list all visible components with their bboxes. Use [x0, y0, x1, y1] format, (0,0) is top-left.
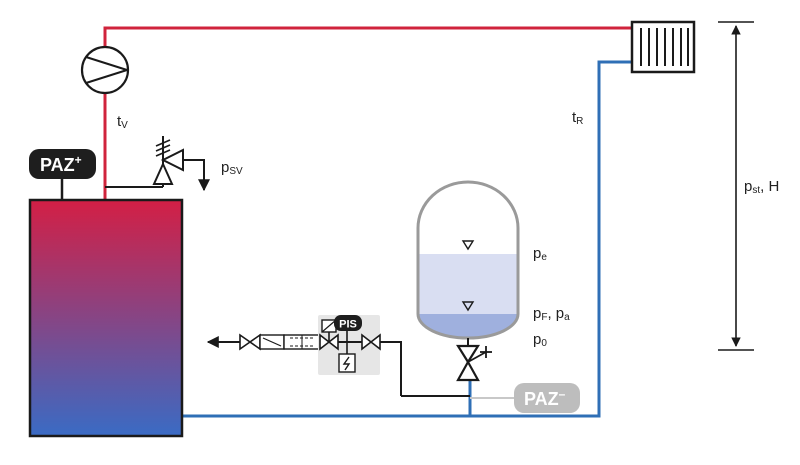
static-height-dimension	[718, 21, 754, 351]
makeup-water-line	[206, 336, 470, 397]
fill-initial-pressure-label: pF, pa	[533, 305, 570, 323]
gate-valve-icon	[361, 333, 373, 351]
safety-valve-icon	[105, 136, 210, 192]
svg-text:PIS: PIS	[339, 319, 357, 331]
gate-valve-icon	[239, 333, 261, 351]
pis-badge: PIS	[334, 315, 362, 331]
paz-plus-badge: PAZ+	[29, 149, 96, 179]
return-pipe	[182, 60, 632, 418]
paz-minus-badge: PAZ–	[514, 383, 580, 413]
expansion-vessel	[416, 180, 520, 340]
gate-valve-icon	[319, 333, 331, 351]
check-valve-icon	[259, 334, 285, 350]
vessel-water-volume	[418, 254, 518, 316]
pre-pressure-label: p0	[533, 331, 547, 349]
supply-temperature-label: tV	[117, 113, 128, 131]
end-pressure-label: pe	[533, 245, 547, 263]
circulation-pump-icon	[80, 45, 130, 95]
safety-valve-pressure-label: pSV	[221, 159, 243, 177]
svg-text:PAZ+: PAZ+	[40, 153, 82, 175]
supply-pipe	[103, 26, 632, 200]
static-pressure-height-label: pst, H	[744, 178, 779, 196]
water-level-triangle-icon	[461, 301, 475, 312]
heat-generator-tank	[28, 198, 184, 438]
water-level-triangle-icon	[461, 240, 475, 251]
filter-icon	[283, 334, 321, 350]
return-temperature-label: tR	[572, 109, 583, 127]
capped-ball-valve-icon	[456, 338, 492, 382]
pressure-control-unit	[318, 315, 386, 375]
radiator-icon	[630, 20, 696, 74]
gate-valve-icon	[327, 333, 339, 351]
gate-valve-icon	[369, 333, 381, 351]
svg-text:PAZ–: PAZ–	[524, 387, 566, 409]
